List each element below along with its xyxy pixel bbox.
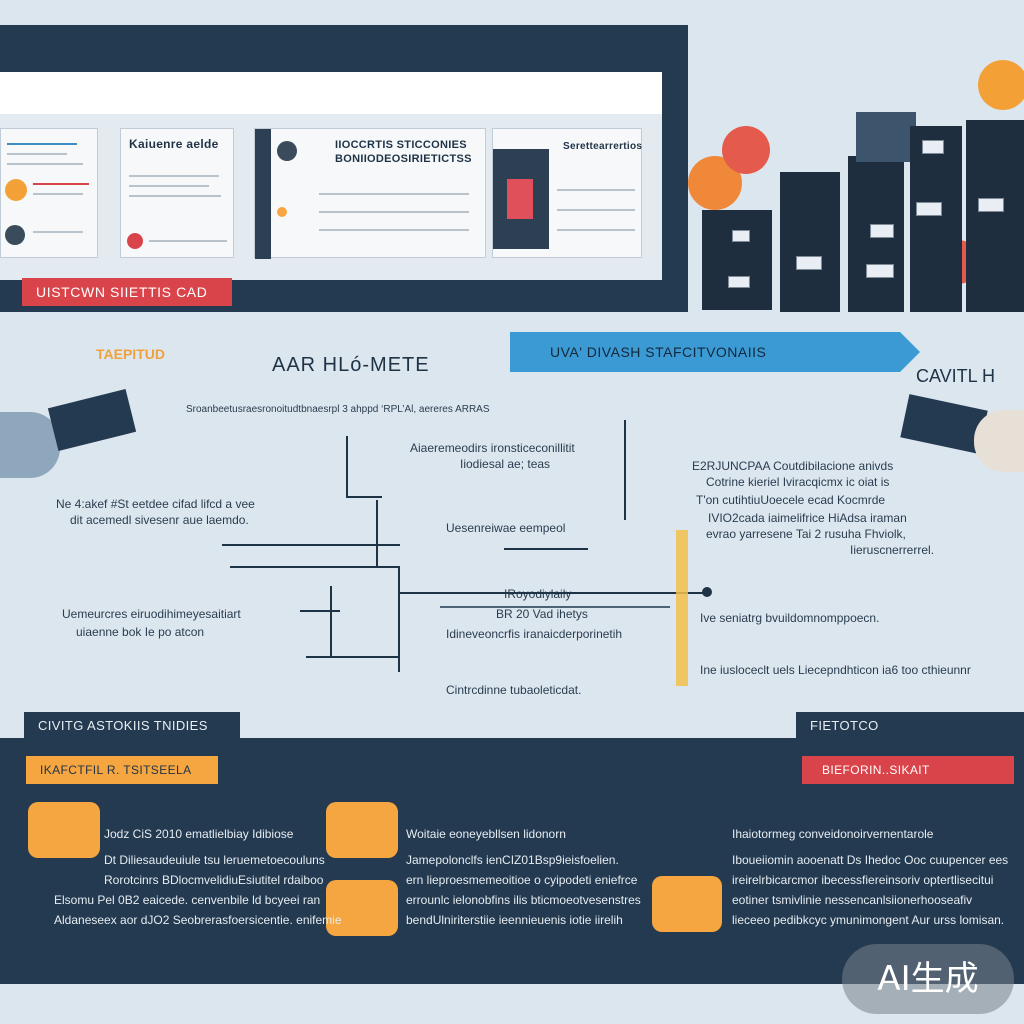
right-low-note-2: Ine iusloceclt uels Liecepndhticon ia6 t…: [700, 663, 971, 677]
mid-note: Uesenreiwae eempeol: [446, 521, 566, 535]
city-skyline: [688, 60, 1024, 312]
col1-line1: Jodz CiS 2010 ematlielbiay Idibiose: [104, 827, 294, 841]
right-title: CAVITL H: [916, 366, 996, 386]
statistics-card: IIOCCRTIS STICCONIES BONIIODEOSIRIETICTS…: [254, 128, 486, 259]
right-note-6: Iieruscnerrerrel.: [850, 543, 935, 557]
connector: [440, 606, 670, 608]
connector: [504, 548, 588, 550]
ai-watermark: AI生成: [842, 944, 1014, 1014]
left-tag: TAEPITUD: [96, 346, 165, 362]
connector: [300, 610, 340, 612]
col1-line3: Rorotcinrs BDlocmvelidiuEsiutitel rdaibo…: [104, 873, 324, 887]
left-note-1: Ne 4:akef #St eetdee cifad lifcd a vee: [56, 497, 255, 511]
yellow-marker: [676, 530, 688, 686]
profile-card-title: Kaiuenre aelde: [129, 137, 219, 151]
media-card-title: Serettearrertios: [563, 141, 643, 152]
connector-node: [702, 587, 712, 597]
col2-line2: Jamepolonclfs ienCIZ01Bsp9ieisfoelien.: [406, 853, 619, 867]
right-hand: [974, 410, 1024, 472]
col3-line3: ireirelrbicarcmor ibecessfiereinsoriv op…: [732, 873, 994, 887]
profile-card: Kaiuenre aelde: [120, 128, 234, 258]
connector: [230, 566, 400, 568]
orange-tag[interactable]: IKAFCTFIL R. TSITSEELA: [26, 756, 218, 784]
col1-line4: Elsomu Pel 0B2 eaicede. cenvenbile ld bc…: [54, 893, 321, 907]
feature-icon-1: [28, 802, 100, 858]
right-note-3: T'on cutihtiuUoecele ecad Kocmrde: [696, 493, 886, 507]
statistics-sidebar: [255, 129, 271, 259]
connector: [346, 496, 382, 498]
connector: [306, 656, 400, 658]
right-note-5: evrao yarresene Tai 2 rusuha Fhviolk,: [706, 527, 906, 541]
media-card: Serettearrertios: [492, 128, 642, 258]
sun-icon: [978, 60, 1024, 110]
col2-line5: bendUlniriterstiie ieennieuenis iotie ii…: [406, 913, 623, 927]
left-sleeve: [47, 388, 137, 452]
connector: [398, 566, 400, 672]
connector: [330, 586, 332, 656]
col1-line2: Dt Diliesaudeuiule tsu leruemetoecouluns: [104, 853, 325, 867]
red-tag[interactable]: BIEFORIN..SIKAIT: [802, 756, 1014, 784]
col3-line1: Ihaiotormeg conveidonoirvernentarole: [732, 827, 934, 841]
tab-left[interactable]: CIVITG ASTOKIIS TNIDIES: [24, 712, 240, 739]
bottom-caption: Cintrcdinne tubaoleticdat.: [446, 683, 582, 697]
avatar: [5, 179, 27, 201]
center-title: AAR HLó-METE: [272, 354, 430, 376]
red-circle: [722, 126, 770, 174]
record-icon: [127, 233, 143, 249]
clock-icon: [277, 141, 297, 161]
left-hand: [0, 412, 60, 478]
col2-line1: Woitaie eoneyebllsen lidonorn: [406, 827, 566, 841]
connector: [346, 436, 348, 498]
status-dot: [277, 207, 287, 217]
connector: [376, 500, 378, 566]
feature-icon-3: [326, 880, 398, 936]
col1-line5: Aldaneseex aor dJO2 Seobrerasfoersicenti…: [54, 913, 342, 927]
col3-line2: Iboueiiomin aooenatt Ds Ihedoc Ooc cuupe…: [732, 853, 1009, 867]
top-caption: Sroanbeetusraesronoitudtbnaesrpl 3 ahppd…: [186, 404, 490, 415]
col2-line3: ern lieproesmemeoitioe o cyipodeti enief…: [406, 873, 638, 887]
top-red-tag[interactable]: UISTCWN SIIETTIS CAD: [22, 278, 232, 306]
gear-icon: [5, 225, 25, 245]
connector: [624, 420, 626, 520]
col3-line5: lieceeo pedibkcyc ymunimongent Aur urss …: [732, 913, 1005, 927]
tab-right[interactable]: FIETOTCO: [796, 712, 1024, 739]
left-note-2: dit acemedl sivesenr aue laemdo.: [70, 513, 249, 527]
right-note-4: IVIO2cada iaimelifrice HiAdsa iraman: [708, 511, 907, 525]
col2-line4: errounlc ielonobfins ilis bticmoeotvesen…: [406, 893, 641, 907]
right-low-note-1: Ive seniatrg bvuildomnomppoecn.: [700, 611, 880, 625]
lower-left-note-1: Uemeurcres eiruodihimeyesaitiart: [62, 607, 241, 621]
col3-line4: eotiner tsmivlinie nessencanlsiionerhoos…: [732, 893, 973, 907]
center-label-2: BR 20 Vad ihetys: [496, 607, 588, 621]
center-note-1: Aiaeremeodirs ironsticeconillitit: [410, 441, 575, 455]
blue-banner-label: UVA' DIVASH STAFCITVONAIIS: [550, 344, 767, 360]
connector: [222, 544, 400, 546]
center-label-1: IRoyodiylaily: [504, 587, 572, 601]
statistics-title-2: BONIIODEOSIRIETICTSS: [335, 153, 472, 165]
right-note-2: Cotrine kieriel Iviracqicmx ic oiat is: [706, 475, 890, 489]
list-card: [0, 128, 98, 258]
feature-icon-2: [326, 802, 398, 858]
lower-left-note-2: uiaenne bok Ie po atcon: [76, 625, 205, 639]
feature-icon-4: [652, 876, 722, 932]
blue-banner[interactable]: UVA' DIVASH STAFCITVONAIIS: [510, 332, 920, 372]
center-note-2: Iiodiesal ae; teas: [460, 457, 551, 471]
top-screen-header: [0, 72, 662, 114]
right-note-1: E2RJUNCPAA Coutdibilacione anivds: [692, 459, 894, 473]
center-label-3: Idineveoncrfis iranaicderporinetih: [446, 627, 623, 641]
connector: [398, 592, 708, 594]
statistics-title-1: IIOCCRTIS STICCONIES: [335, 139, 467, 151]
